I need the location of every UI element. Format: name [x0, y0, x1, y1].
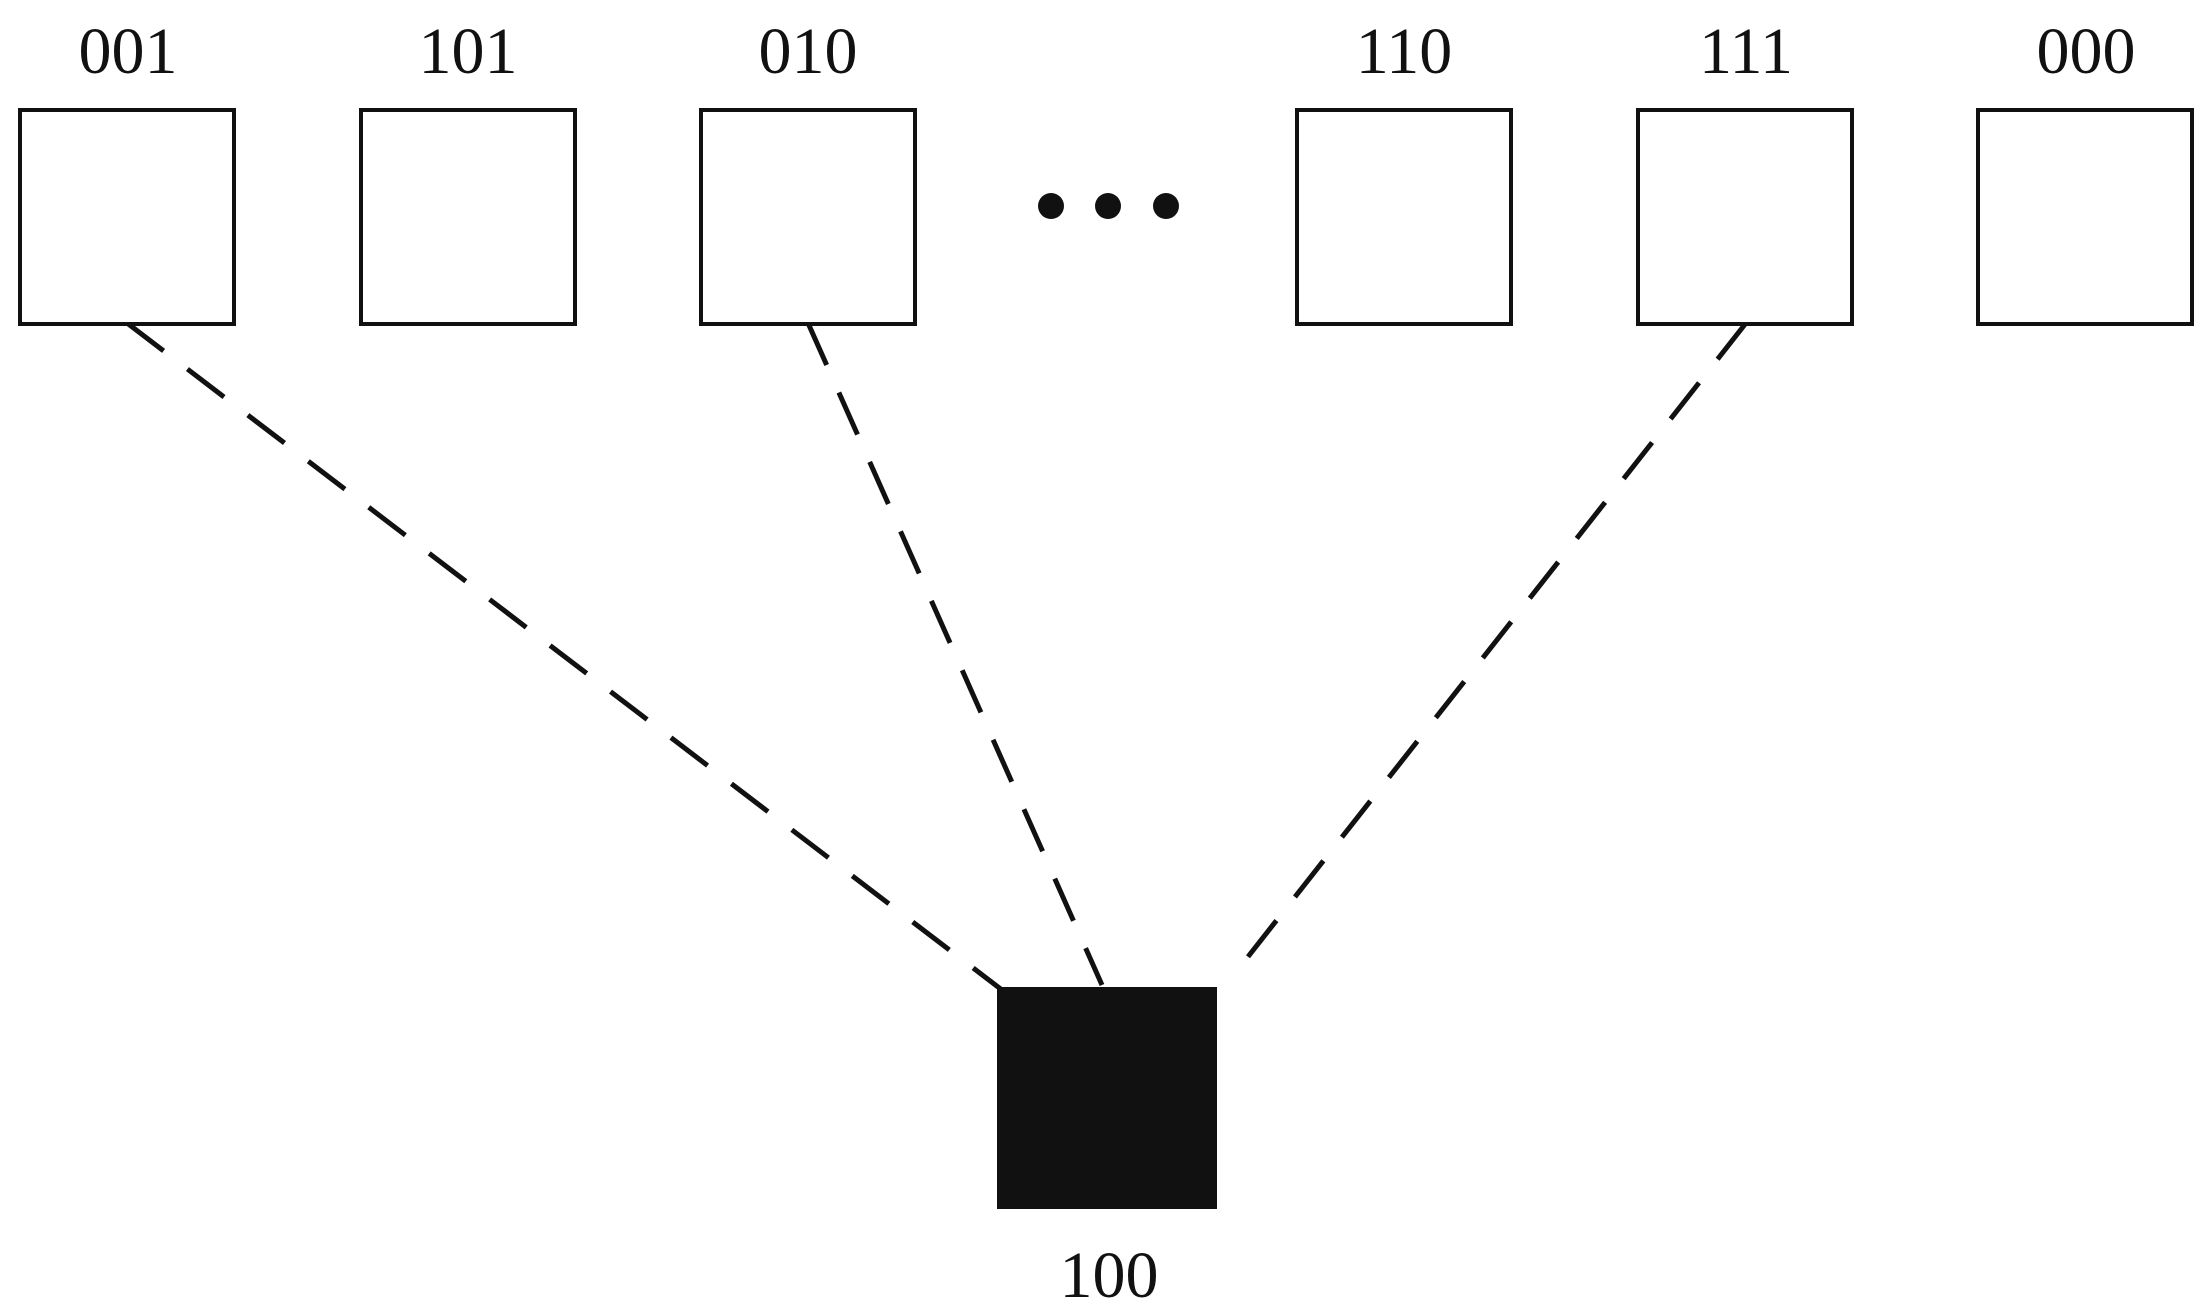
ellipsis-dots — [1038, 193, 1179, 219]
node-box — [699, 108, 917, 326]
links — [125, 321, 1748, 992]
node-box — [1976, 108, 2194, 326]
node-box — [18, 108, 236, 326]
ellipsis-dot — [1095, 193, 1121, 219]
top-node-4: 111 — [1636, 15, 1854, 326]
node-label: 000 — [2037, 15, 2136, 88]
node-box — [359, 108, 577, 326]
top-node-3: 110 — [1295, 15, 1513, 326]
node-label: 001 — [79, 15, 178, 88]
node-label: 110 — [1356, 15, 1453, 88]
top-node-0: 001 — [18, 15, 236, 326]
top-node-5: 000 — [1976, 15, 2194, 326]
center-node-box — [997, 987, 1217, 1209]
node-label: 111 — [1699, 15, 1793, 88]
center-node: 100 — [997, 987, 1217, 1310]
ellipsis-dot — [1038, 193, 1064, 219]
node-box — [1636, 108, 1854, 326]
link-001-to-100 — [125, 321, 1004, 992]
center-node-label: 100 — [1060, 1239, 1159, 1310]
node-box — [1295, 108, 1513, 326]
link-010-to-100 — [805, 321, 1105, 987]
node-label: 010 — [759, 15, 858, 88]
top-node-2: 010 — [699, 15, 917, 326]
top-node-1: 101 — [359, 15, 577, 326]
link-111-to-100 — [1234, 321, 1748, 974]
node-label: 101 — [419, 15, 518, 88]
ellipsis-dot — [1153, 193, 1179, 219]
